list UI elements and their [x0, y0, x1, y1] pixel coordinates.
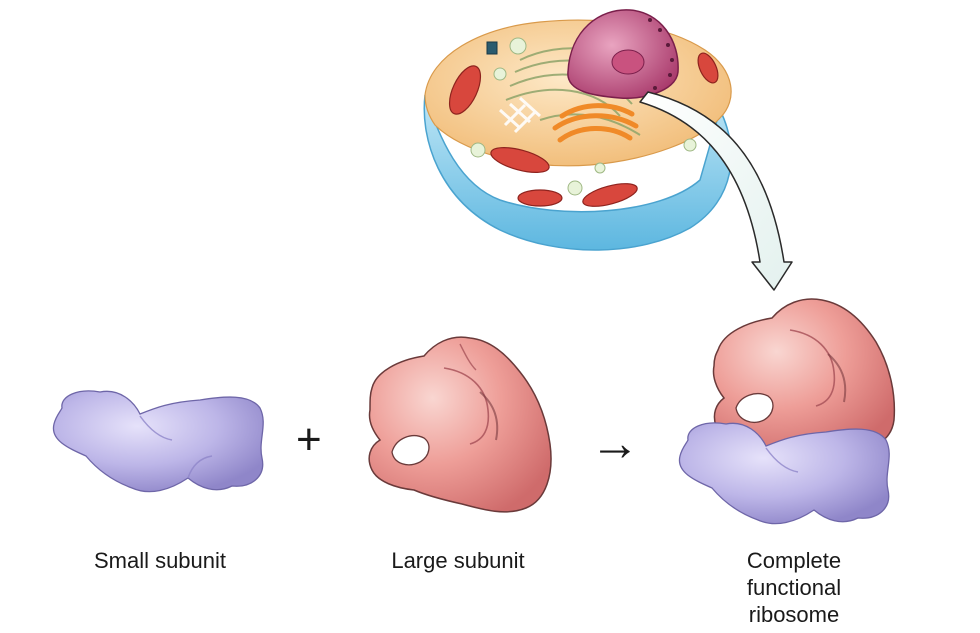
reaction-arrow: →: [590, 415, 640, 471]
plus-sign: +: [296, 415, 322, 464]
animal-cell-illustration: [423, 9, 732, 251]
large-subunit-shape: [368, 336, 552, 513]
complete-ribosome-label: Complete functional ribosome: [694, 547, 894, 628]
small-subunit-shape: [52, 390, 264, 493]
complete-label-line-3: ribosome: [748, 602, 840, 627]
complete-label-line-2: functional: [746, 575, 842, 600]
complete-ribosome-shape: [678, 298, 896, 525]
small-subunit-label: Small subunit: [93, 548, 227, 573]
zoom-arrow: [639, 91, 793, 291]
large-subunit-label: Large subunit: [391, 548, 525, 573]
complete-label-line-1: Complete: [746, 548, 842, 573]
